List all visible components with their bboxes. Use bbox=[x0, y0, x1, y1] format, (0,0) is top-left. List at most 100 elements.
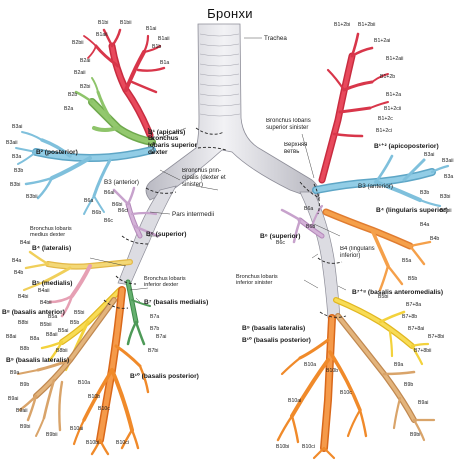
segment-label: B7+8b bbox=[402, 314, 417, 320]
segment-label: B9a bbox=[394, 362, 403, 368]
label-left-b9-basalis-lateralis: B⁹ (basalis lateralis) bbox=[242, 325, 305, 332]
segment-label: B5a bbox=[48, 314, 57, 320]
label-bronchus-lobaris-superior-dexter: Bronchus lobaris superior dexter bbox=[148, 135, 197, 156]
segment-label: B4b bbox=[430, 236, 439, 242]
label-verkhnyaya-vetv: Верхняя ветвь bbox=[284, 142, 307, 155]
segment-label: B10bi bbox=[86, 440, 99, 446]
label-bronchus-principalis: Bronchus prin- cipalis (dexter et sinist… bbox=[182, 168, 226, 188]
label-left-b4-lingularis-inferior: B4 (lingularis inferior) bbox=[340, 246, 375, 259]
segment-label: B1+2bii bbox=[358, 22, 375, 28]
label-left-b6-superior: B⁶ (superior) bbox=[260, 233, 300, 240]
label-left-b4-lingularis-superior: B⁴ (lingularis superior) bbox=[376, 207, 448, 214]
label-left-b1-2-apicoposterior: B¹⁺² (apicoposterior) bbox=[374, 143, 439, 150]
segment-label: B1a bbox=[160, 60, 169, 66]
label-right-b2-posterior: B² (posterior) bbox=[36, 149, 78, 156]
segment-label: B6a bbox=[84, 198, 93, 204]
segment-label: B3bii bbox=[440, 208, 452, 214]
segment-label: B6ci bbox=[118, 208, 128, 214]
segment-label: B10ci bbox=[116, 440, 129, 446]
right-b3-anterior-branch bbox=[74, 77, 156, 146]
segment-label: B5bi bbox=[378, 294, 388, 300]
segment-label: B9bi bbox=[410, 432, 420, 438]
right-b6-superior-branch bbox=[112, 186, 160, 239]
segment-label: B8bii bbox=[56, 348, 68, 354]
segment-label: B7bi bbox=[148, 348, 158, 354]
segment-label: B10b bbox=[326, 368, 338, 374]
segment-label: B7+8ai bbox=[408, 326, 424, 332]
segment-label: B1aii bbox=[96, 32, 108, 38]
segment-label: B10ci bbox=[302, 444, 315, 450]
right-bronchus-intermedius bbox=[117, 185, 177, 286]
segment-label: B7+8bi bbox=[428, 334, 444, 340]
segment-boundaries bbox=[103, 127, 347, 318]
segment-label: B5ai bbox=[58, 328, 68, 334]
segment-label: B1aii bbox=[158, 36, 170, 42]
segment-label: B1bi bbox=[98, 20, 108, 26]
segment-label: B10a bbox=[78, 380, 90, 386]
segment-label: B9ai bbox=[8, 396, 18, 402]
segment-label: B5b bbox=[408, 276, 417, 282]
trachea bbox=[145, 23, 320, 201]
segment-label: B1+2bi bbox=[334, 22, 350, 28]
segment-label: B6b bbox=[92, 210, 101, 216]
segment-label: B6ai bbox=[104, 190, 114, 196]
segment-label: B4aii bbox=[38, 288, 50, 294]
left-b10-basal-posterior-branch bbox=[276, 314, 368, 460]
label-right-b3-anterior: B3 (anterior) bbox=[104, 179, 139, 186]
segment-label: B3bi bbox=[440, 194, 450, 200]
left-b3-anterior-branch bbox=[312, 154, 450, 208]
segment-label: B3a bbox=[444, 174, 453, 180]
segment-label: B9ai bbox=[418, 400, 428, 406]
segment-label: B8a bbox=[30, 336, 39, 342]
label-bronchus-lobaris-superior-sinister: Bronchus lobaris superior sinister bbox=[266, 118, 311, 131]
label-right-b5-medialis: B⁵ (medialis) bbox=[32, 280, 72, 287]
segment-label: B4ai bbox=[20, 240, 30, 246]
segment-label: B8aii bbox=[46, 332, 58, 338]
segment-label: B3bi bbox=[10, 182, 20, 188]
segment-label: B10a bbox=[304, 362, 316, 368]
segment-label: B2aii bbox=[74, 70, 86, 76]
segment-label: B10c bbox=[340, 390, 352, 396]
segment-label: B8b bbox=[20, 346, 29, 352]
right-b10-basal-posterior-branch bbox=[72, 286, 150, 456]
segment-label: B1ai bbox=[146, 26, 156, 32]
segment-label: B6c bbox=[104, 218, 113, 224]
segment-label: B3ai bbox=[424, 152, 434, 158]
label-bronchus-lobaris-inferior-dexter: Bronchus lobaris inferior dexter bbox=[144, 276, 186, 288]
segment-label: B2a bbox=[64, 106, 73, 112]
label-right-b9-basalis-lateralis: B⁹ (basalis lateralis) bbox=[6, 357, 69, 364]
label-pars-intermedii: Pars intermedii bbox=[172, 211, 214, 218]
label-left-b7-8-basalis-anteromedialis: B⁷⁺⁸ (basalis anteromedialis) bbox=[352, 289, 443, 296]
segment-label: B7ai bbox=[156, 334, 166, 340]
segment-label: B10ai bbox=[288, 398, 301, 404]
segment-label: B7+8bii bbox=[414, 348, 431, 354]
segment-label: B10c bbox=[98, 406, 110, 412]
label-right-b10-basalis-posterior: B¹⁰ (basalis posterior) bbox=[130, 373, 199, 380]
segment-label: B7b bbox=[150, 326, 159, 332]
segment-label: B4b bbox=[14, 270, 23, 276]
right-middle-lobe-branches bbox=[22, 250, 133, 318]
label-trachea: Trachea bbox=[264, 35, 287, 42]
segment-label: B3aii bbox=[6, 140, 18, 146]
segment-label: B5bii bbox=[40, 322, 52, 328]
label-right-b4-lateralis: B⁴ (lateralis) bbox=[32, 245, 71, 252]
label-right-b7-basalis-medialis: B⁷ (basalis medialis) bbox=[144, 299, 208, 306]
right-b9-basal-lateral-branch bbox=[17, 297, 117, 437]
segment-label: B1+2c bbox=[378, 116, 393, 122]
segment-label: B4bii bbox=[40, 300, 52, 306]
label-bronchus-lobaris-medius-dexter: Bronchus lobaris medius dexter bbox=[30, 226, 72, 238]
segment-label: B7a bbox=[150, 314, 159, 320]
label-left-b3-anterior: B3 (anterior) bbox=[358, 183, 393, 190]
segment-label: B8ai bbox=[6, 334, 16, 340]
segment-label: B1+2aii bbox=[386, 56, 403, 62]
segment-label: B5a bbox=[402, 258, 411, 264]
segment-label: B5bi bbox=[74, 310, 84, 316]
segment-label: B7+8a bbox=[406, 302, 421, 308]
segment-label: B10bi bbox=[276, 444, 289, 450]
label-right-b6-superior: B⁶ (superior) bbox=[146, 231, 186, 238]
segment-label: B6a bbox=[304, 206, 313, 212]
label-right-b1-apicalis: B¹ (apicalis) bbox=[148, 129, 185, 136]
